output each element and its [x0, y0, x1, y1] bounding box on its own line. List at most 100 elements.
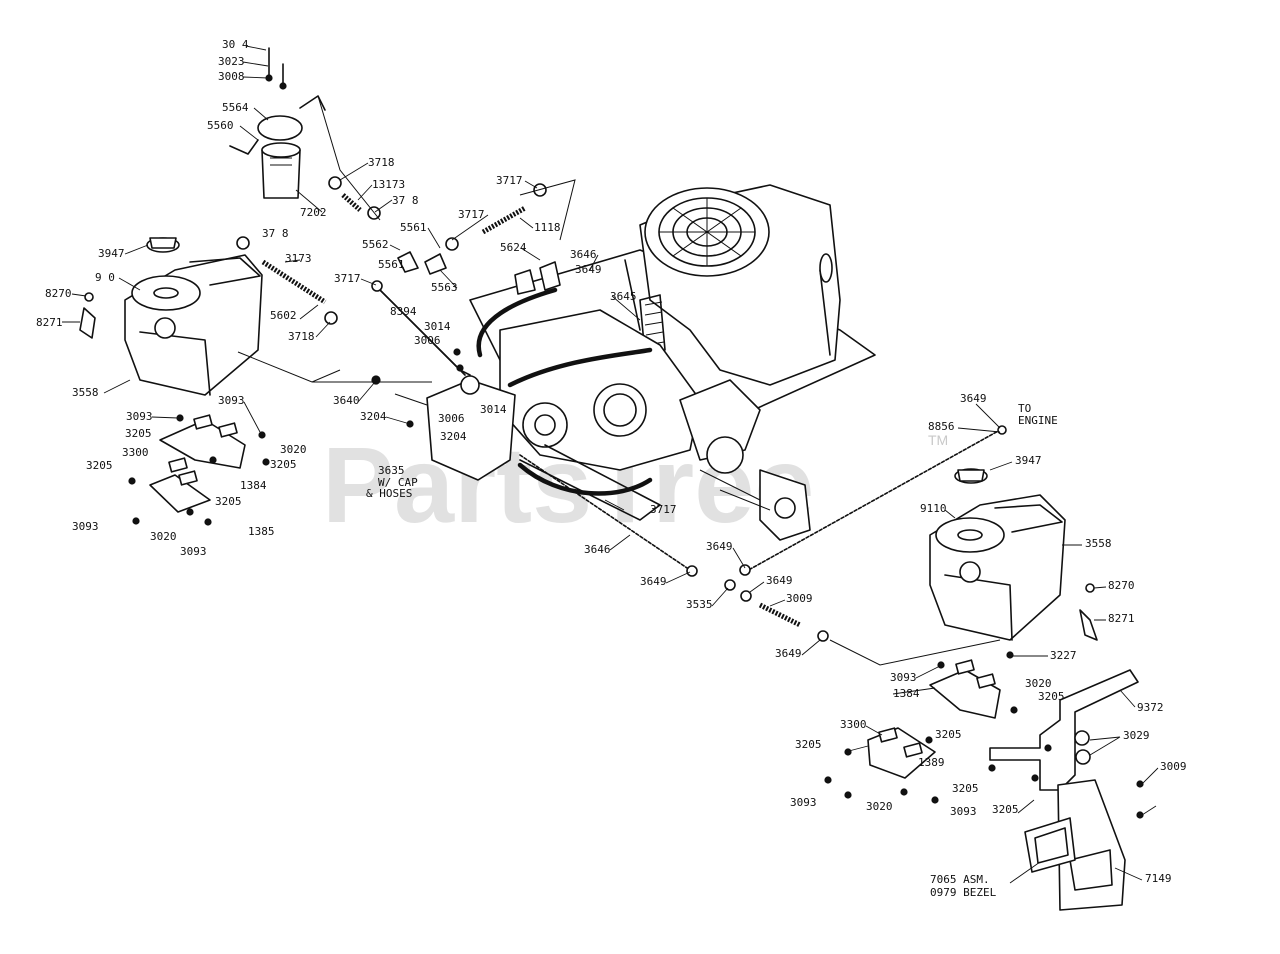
callout-label: 3204: [360, 410, 387, 423]
callout-label: 3009: [1160, 760, 1187, 773]
callout-label: 3300: [122, 446, 149, 459]
callout-label: 1384: [240, 479, 267, 492]
callout-label: 3023: [218, 55, 245, 68]
callout-label: 8270: [45, 287, 72, 300]
callout-label: 3718: [368, 156, 395, 169]
left-bracket-group: [128, 375, 414, 526]
callout-label: 3649: [960, 392, 987, 405]
callout-label: 3014: [424, 320, 451, 333]
callout-label: 5562: [362, 238, 389, 251]
callout-label: 8270: [1108, 579, 1135, 592]
callout-label: 3205: [270, 458, 297, 471]
callout-labels: 30 4 3023 3008 5564 5560 7202 3718 13173…: [36, 38, 1187, 899]
callout-label: 8271: [1108, 612, 1135, 625]
callout-label: 3717: [458, 208, 485, 221]
callout-label: 3173: [285, 252, 312, 265]
callout-label: 9 0: [95, 271, 115, 284]
callout-label: 5563: [431, 281, 458, 294]
callout-label: 3649: [575, 263, 602, 276]
callout-label: 37 8: [262, 227, 289, 240]
callout-label: 3020: [150, 530, 177, 543]
callout-label: W/ CAP: [378, 476, 418, 489]
callout-label: 3205: [952, 782, 979, 795]
callout-label: 3006: [438, 412, 465, 425]
callout-label: 3717: [496, 174, 523, 187]
callout-label: 9372: [1137, 701, 1164, 714]
callout-label: ENGINE: [1018, 414, 1058, 427]
callout-label: 3205: [992, 803, 1019, 816]
callout-label: 8856: [928, 420, 955, 433]
callout-label: 7149: [1145, 872, 1172, 885]
left-fuel-tank: [79, 237, 432, 396]
callout-label: 3020: [866, 800, 893, 813]
callout-label: 5602: [270, 309, 297, 322]
callout-label: 9110: [920, 502, 947, 515]
callout-label: 3947: [98, 247, 125, 260]
callout-label: 1389: [918, 756, 945, 769]
callout-label: 3645: [610, 290, 637, 303]
callout-label: 3558: [1085, 537, 1112, 550]
callout-label: 3640: [333, 394, 360, 407]
callout-label: 0979 BEZEL: [930, 886, 997, 899]
callout-label: 3205: [795, 738, 822, 751]
callout-label: 3205: [86, 459, 113, 472]
leader-lines: [62, 45, 1159, 884]
callout-label: 3205: [935, 728, 962, 741]
callout-label: 37 8: [392, 194, 419, 207]
callout-label: 3008: [218, 70, 245, 83]
callout-label: 3646: [584, 543, 611, 556]
callout-label: 3649: [640, 575, 667, 588]
callout-label: TO: [1018, 402, 1031, 415]
callout-label: 3093: [126, 410, 153, 423]
callout-label: 3020: [280, 443, 307, 456]
callout-label: 3093: [180, 545, 207, 558]
callout-label: 3646: [570, 248, 597, 261]
callout-label: 5624: [500, 241, 527, 254]
callout-label: 3006: [414, 334, 441, 347]
callout-label: 1385: [248, 525, 275, 538]
callout-label: 8271: [36, 316, 63, 329]
callout-label: 3093: [790, 796, 817, 809]
callout-label: 7065 ASM.: [930, 873, 990, 886]
callout-label: 3204: [440, 430, 467, 443]
callout-label: 3649: [766, 574, 793, 587]
callout-label: 3205: [125, 427, 152, 440]
callout-label: 5561: [378, 258, 405, 271]
callout-label: & HOSES: [366, 487, 412, 500]
callout-label: 3020: [1025, 677, 1052, 690]
fuel-filter-assembly: [229, 47, 576, 376]
callout-label: 30 4: [222, 38, 249, 51]
callout-label: 5561: [400, 221, 427, 234]
control-cables: [519, 425, 1007, 666]
right-bracket-group: [824, 651, 1144, 911]
callout-label: 13173: [372, 178, 405, 191]
callout-label: 5560: [207, 119, 234, 132]
callout-label: 3558: [72, 386, 99, 399]
callout-label: 1118: [534, 221, 561, 234]
callout-label: 3009: [786, 592, 813, 605]
callout-label: 3205: [215, 495, 242, 508]
callout-label: 7202: [300, 206, 327, 219]
callout-label: 1384: [893, 687, 920, 700]
callout-label: 3947: [1015, 454, 1042, 467]
callout-label: 3718: [288, 330, 315, 343]
callout-label: 3014: [480, 403, 507, 416]
watermark-trademark: TM: [928, 432, 948, 448]
callout-label: 3635: [378, 464, 405, 477]
callout-label: 8394: [390, 305, 417, 318]
callout-label: 3717: [650, 503, 677, 516]
callout-label: 3649: [775, 647, 802, 660]
callout-label: 3205: [1038, 690, 1065, 703]
engine-assembly: [469, 184, 876, 541]
callout-label: 3093: [72, 520, 99, 533]
callout-label: 5564: [222, 101, 249, 114]
right-fuel-tank: [929, 468, 1098, 641]
callout-label: 3093: [218, 394, 245, 407]
callout-label: 3649: [706, 540, 733, 553]
callout-label: 3717: [334, 272, 361, 285]
callout-label: 3227: [1050, 649, 1077, 662]
reservoir-assembly: [394, 348, 516, 481]
callout-label: 3535: [686, 598, 713, 611]
